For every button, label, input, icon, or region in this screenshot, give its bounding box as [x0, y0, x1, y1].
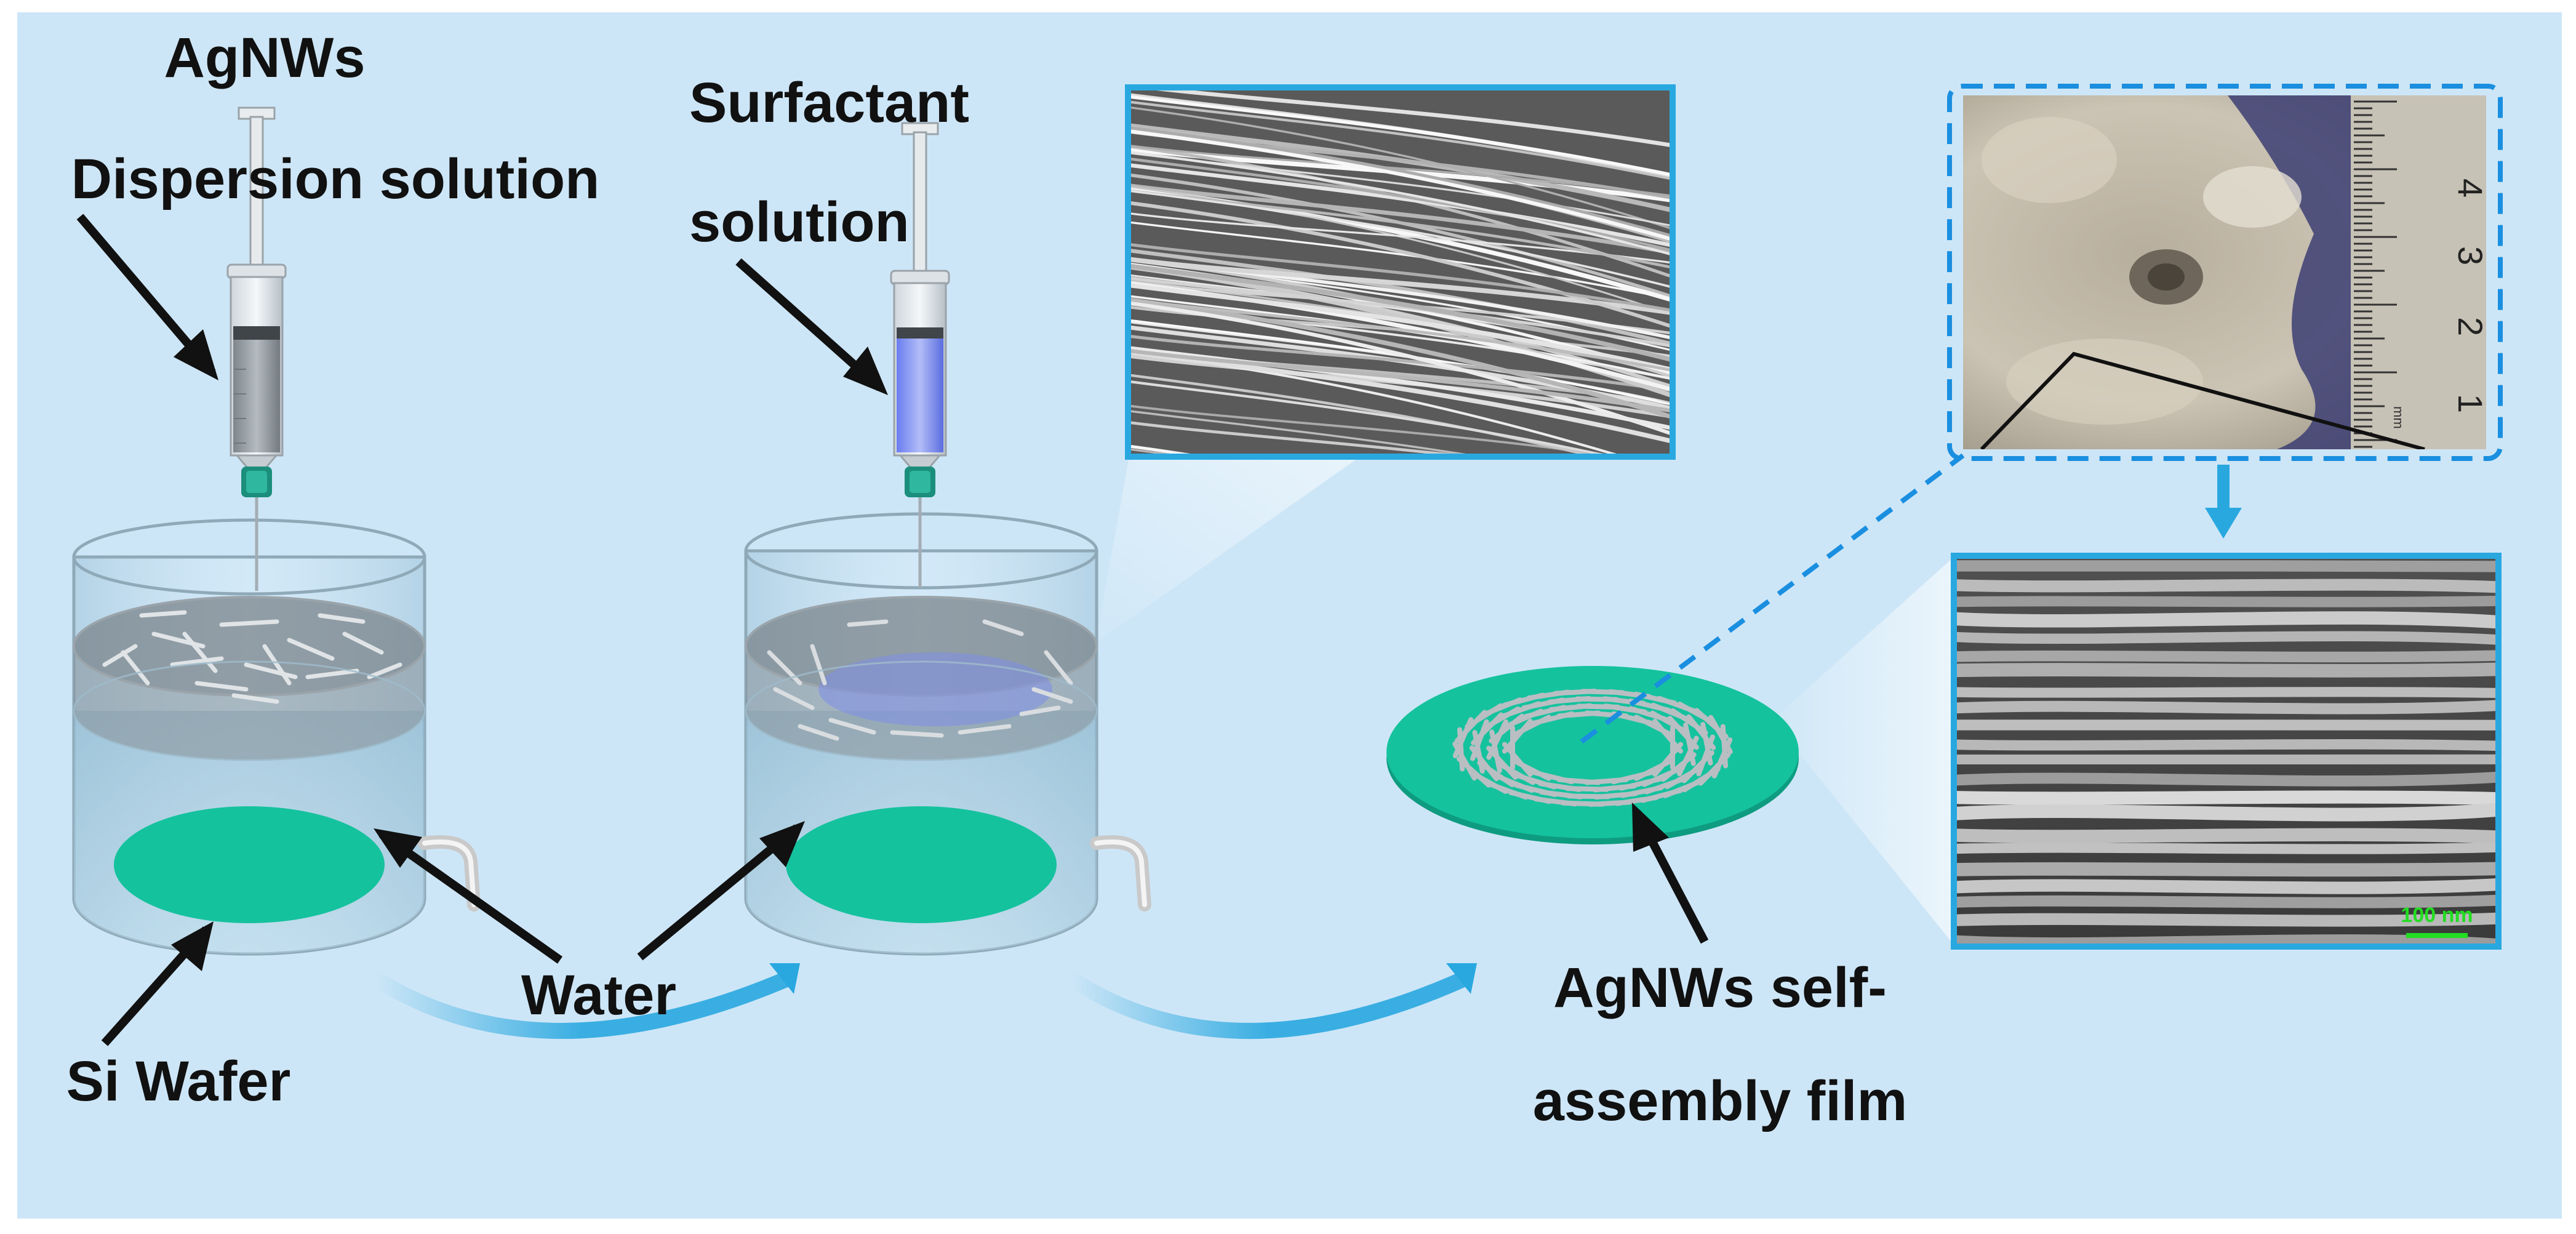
sem1-nanowire — [1128, 276, 1673, 348]
sem1-nanowire — [1128, 129, 1673, 242]
sem1-nanowire — [1128, 301, 1673, 436]
sem1-nanowire — [1128, 183, 1673, 255]
surfactant-spread — [818, 652, 1052, 726]
sem2-nanowire — [1954, 771, 2498, 787]
sem2-nanowire — [1954, 662, 2498, 678]
sem1-nanowire — [1128, 350, 1673, 444]
sem2-nanowire — [1954, 934, 2498, 947]
sem1-nanowire — [1128, 189, 1673, 289]
ruler-unit: mm — [2391, 406, 2406, 429]
sem1-nanowire — [1128, 185, 1673, 303]
sem1-nanowire — [1128, 126, 1673, 239]
sem1-nanowire — [1128, 409, 1486, 457]
sem-image-2: 100 nm — [1951, 553, 2502, 950]
sem2-nanowire — [1954, 579, 2498, 593]
zoom-beam-2 — [1772, 557, 1954, 945]
nanowires-pushed — [767, 619, 1073, 741]
sem1-nanowire — [1128, 319, 1673, 406]
sem2-nanowire — [1954, 878, 2498, 894]
flow-arrow-2 — [1063, 963, 1477, 1039]
zoom-beam-1 — [1095, 457, 1360, 643]
sem1-nanowire — [1130, 87, 1673, 148]
down-arrow-icon — [2205, 465, 2242, 539]
label-surfactant-solution: solution — [689, 191, 910, 254]
sem1-nanowire — [1128, 173, 1673, 299]
sem2-nanowire — [1954, 790, 2498, 806]
sem1-nanowire — [1128, 201, 1673, 329]
label-si-wafer: Si Wafer — [66, 1050, 291, 1113]
sem1-nanowire — [1128, 221, 1673, 300]
sem1-nanowire — [1128, 420, 1481, 457]
film-nanowire — [1667, 716, 1699, 750]
sem1-nanowire — [1128, 212, 1673, 264]
sem2-nanowire — [1954, 739, 2498, 751]
sem-image-1 — [1125, 84, 1676, 460]
label-water: Water — [521, 964, 676, 1027]
sem2-nanowire — [1954, 687, 2498, 699]
sem1-nanowire — [1128, 106, 1673, 230]
label-surfactant: Surfactant — [689, 71, 969, 134]
sem2-nanowire — [1954, 828, 2498, 844]
sem2-nanowire — [1954, 650, 2498, 663]
sem1-nanowire — [1128, 185, 1673, 316]
film-nanowire — [1700, 722, 1713, 766]
sem1-nanowire — [1128, 95, 1673, 177]
sem2-nanowire — [1954, 842, 2498, 854]
arrow-to-beaker-1-water — [378, 830, 563, 964]
sem2-nanowire — [1954, 862, 2498, 877]
beaker-1 — [72, 518, 481, 956]
scale-bar-label: 100 nm — [2401, 903, 2473, 927]
sem1-nanowire — [1128, 298, 1673, 372]
film-nanowire — [1683, 722, 1696, 766]
film-nanowire — [1652, 718, 1684, 754]
label-film-line-1: AgNWs self- — [1553, 956, 1887, 1019]
sem1-nanowire — [1128, 348, 1673, 413]
flow-arrow-1 — [367, 963, 800, 1039]
sem1-nanowire — [1128, 257, 1673, 316]
sem1-nanowire — [1128, 162, 1673, 248]
sem1-nanowire — [1128, 263, 1673, 363]
label-dispersion-solution: Dispersion solution — [71, 148, 600, 210]
sem2-nanowire — [1954, 803, 2498, 822]
si-wafer-disc-2 — [786, 806, 1057, 923]
si-wafer-disc-1 — [114, 806, 385, 923]
sem2-nanowire — [1954, 700, 2498, 715]
sem1-nanowire — [1128, 242, 1673, 313]
sem1-nanowire — [1128, 100, 1673, 181]
ruler-number-4: 4 — [2451, 178, 2490, 198]
sem1-nanowire — [1128, 150, 1673, 257]
sem1-nanowire — [1128, 345, 1673, 431]
film-nanowire — [1698, 752, 1731, 786]
sem1-nanowire — [1128, 374, 1601, 457]
sem1-nanowire — [1128, 157, 1673, 252]
ruler-number-2: 2 — [2451, 317, 2490, 336]
label-film-line-2: assembly film — [1533, 1070, 1908, 1132]
beaker-2 — [744, 512, 1151, 956]
ruler-ticks — [2354, 100, 2397, 448]
sem2-nanowire — [1954, 912, 2498, 927]
label-agnws: AgNWs — [164, 26, 365, 89]
sem1-nanowire — [1128, 380, 1618, 457]
photo-link-dashed — [1580, 453, 1965, 744]
ruler-number-3: 3 — [2451, 246, 2490, 265]
sem1-nanowire — [1128, 334, 1673, 393]
ruler-number-1: 1 — [2451, 394, 2490, 413]
nanowires-random — [102, 610, 402, 704]
assembled-film-wafer — [1386, 666, 1799, 844]
ruler — [2351, 95, 2486, 449]
pointer-arrowheads — [171, 329, 1669, 971]
sem2-nanowire — [1954, 631, 2498, 645]
sem2-nanowire — [1954, 595, 2498, 607]
sem1-nanowire — [1128, 282, 1673, 372]
sem2-nanowire — [1954, 611, 2498, 629]
sem1-nanowire — [1128, 144, 1673, 279]
film-photo: 4 3 2 1 mm — [1947, 84, 2503, 461]
sem2-nanowire — [1954, 894, 2498, 908]
film-nanowire — [1696, 734, 1715, 777]
syringe-2 — [890, 122, 950, 588]
syringe-1 — [226, 106, 287, 591]
